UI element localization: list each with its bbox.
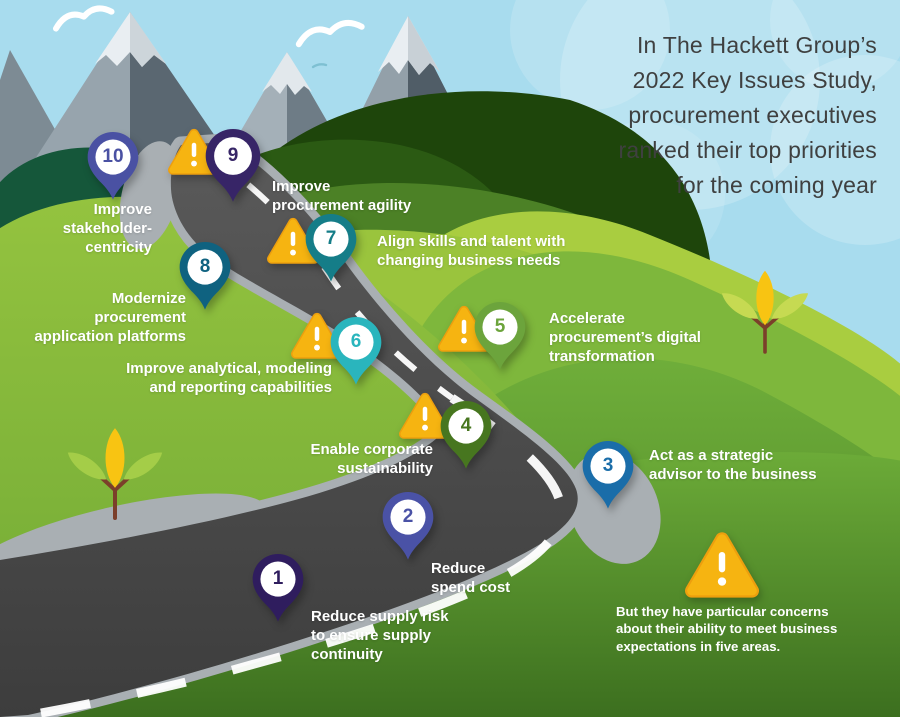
- pin-number: 1: [272, 568, 284, 589]
- footnote: But they have particular concerns about …: [616, 604, 838, 654]
- map-pin-6: 6: [330, 317, 382, 385]
- pin-number: 5: [494, 316, 506, 337]
- tree-icon: [67, 428, 163, 520]
- warning-icon-5: [438, 305, 490, 352]
- map-pin-8: 8: [179, 242, 231, 310]
- pin-number: 8: [199, 256, 211, 277]
- pin-number: 7: [325, 228, 337, 249]
- pin-number: 4: [460, 415, 472, 436]
- map-pin-1: 1: [252, 554, 304, 622]
- road-surface: [0, 142, 578, 717]
- label-priority-7: Align skills and talent with changing bu…: [377, 233, 566, 270]
- map-pin-2: 2: [382, 492, 434, 560]
- tree-icon: [721, 270, 809, 354]
- headline: In The Hackett Group’s 2022 Key Issues S…: [618, 32, 877, 198]
- pin-number: 9: [227, 145, 239, 166]
- map-pin-7: 7: [305, 214, 357, 282]
- warning-icon-7: [267, 217, 319, 264]
- road: [0, 133, 661, 717]
- warning-icon-6: [291, 312, 343, 359]
- warning-icon-main: [685, 531, 759, 598]
- pin-number: 2: [402, 506, 414, 527]
- map-pin-3: 3: [582, 441, 634, 509]
- label-priority-6: Improve analytical, modeling and reporti…: [126, 360, 332, 397]
- map-pin-10: 10: [87, 132, 139, 200]
- map-pin-9: 9: [205, 129, 261, 202]
- label-priority-9: Improve procurement agility: [272, 178, 412, 215]
- label-priority-4: Enable corporate sustainability: [310, 441, 433, 478]
- label-priority-5: Accelerate procurement’s digital transfo…: [549, 310, 701, 366]
- label-priority-3: Act as a strategic advisor to the busine…: [649, 447, 817, 484]
- label-priority-8: Modernize procurement application platfo…: [34, 290, 186, 346]
- road-center-line: [24, 394, 566, 717]
- map-pin-5: 5: [474, 302, 526, 370]
- pin-number: 3: [602, 455, 614, 476]
- label-priority-10: Improve stakeholder- centricity: [62, 201, 152, 257]
- label-priority-2: Reduce spend cost: [431, 560, 511, 597]
- map-pin-4: 4: [440, 401, 492, 469]
- warning-icon-4: [399, 392, 451, 439]
- pin-number: 6: [350, 331, 362, 352]
- bird-icon: [52, 5, 365, 69]
- label-priority-1: Reduce supply risk to ensure supply cont…: [311, 608, 449, 664]
- pin-number: 10: [102, 146, 124, 167]
- warning-icon-9: [168, 128, 220, 175]
